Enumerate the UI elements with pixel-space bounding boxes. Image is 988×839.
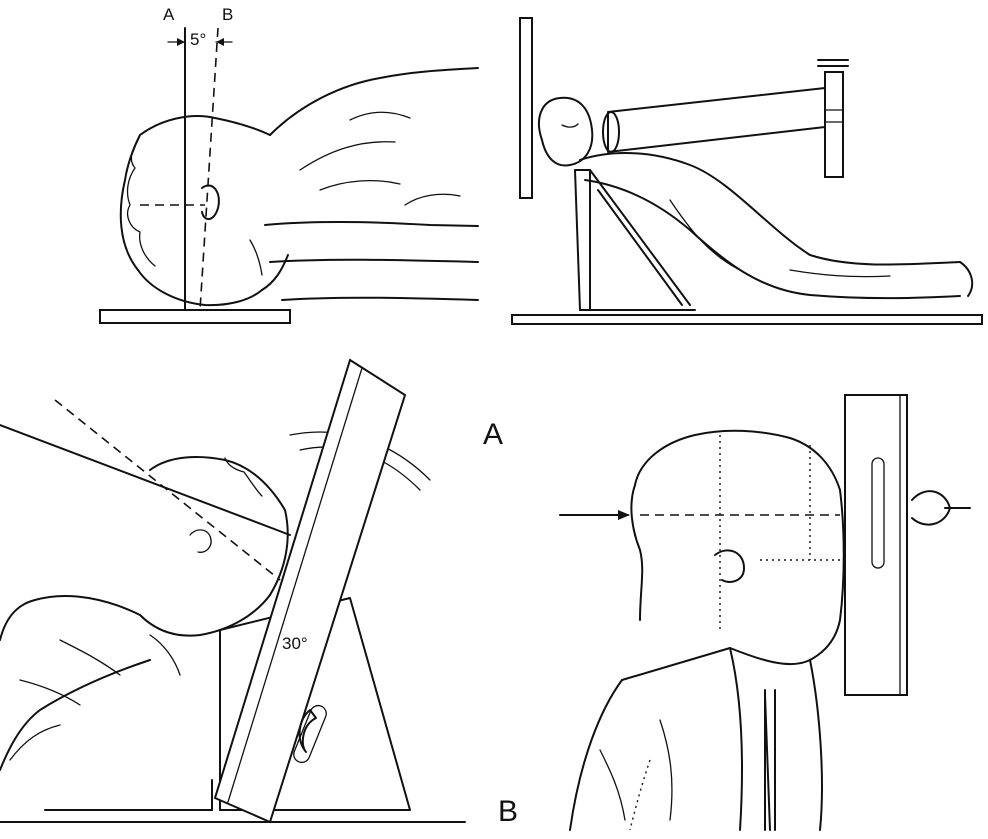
head-support-board: [100, 310, 290, 323]
figure-label-b: B: [498, 795, 518, 829]
central-ray: [0, 425, 290, 535]
x-ray-tube: [825, 72, 843, 177]
panel-bottom-right: [540, 390, 988, 839]
dashed-ray: [55, 400, 280, 580]
supine-patient-illustration: [490, 0, 988, 330]
label-line-b: B: [222, 5, 233, 25]
panel-bottom-left: 30°: [0, 340, 470, 839]
panel-top-left: A B 5°: [0, 0, 480, 330]
lateral-head-illustration: [0, 0, 480, 330]
x-ray-cone: [608, 88, 825, 152]
reference-line-b: [200, 28, 218, 310]
label-angle-30: 30°: [282, 634, 308, 654]
angled-board-illustration: [0, 340, 470, 839]
label-line-a: A: [163, 5, 174, 25]
image-receptor-board: [520, 18, 532, 198]
arrow-head: [618, 510, 630, 520]
vertical-board: [845, 395, 907, 695]
label-angle-5: 5°: [190, 30, 206, 50]
upright-head-illustration: [540, 390, 988, 839]
panel-top-right: [490, 0, 988, 330]
table-base: [512, 315, 982, 324]
figure-label-a: A: [483, 418, 503, 452]
